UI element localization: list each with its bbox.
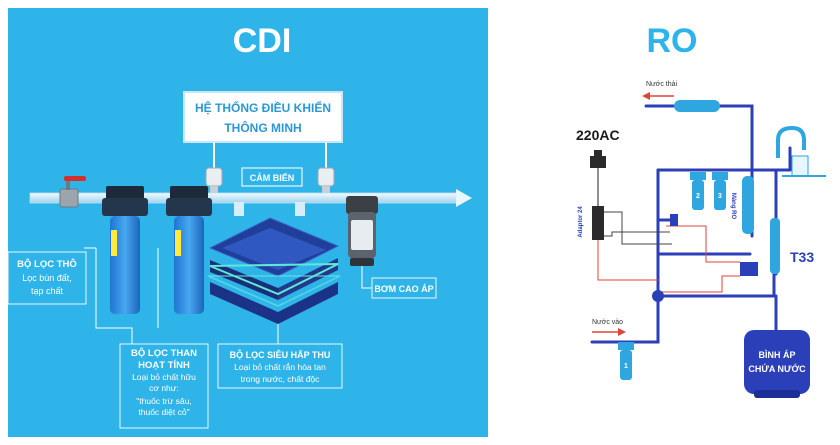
filter-2: 2 (690, 172, 706, 210)
carbon-filter-label: BỘ LỌC THAN HOẠT TÍNH Loại bỏ chất hữu c… (119, 343, 209, 429)
sensor-left (205, 167, 223, 196)
control-box: HỆ THỐNG ĐIỀU KHIỂN THÔNG MINH (183, 91, 343, 170)
svg-text:1: 1 (624, 363, 628, 370)
valve-icon (59, 176, 86, 208)
label-connectors (84, 247, 372, 344)
super-absorption-module (207, 217, 341, 324)
adapter-label: Adaptor 24 (578, 206, 584, 238)
ro-title: RO (647, 22, 698, 60)
power-label: 220AC (576, 127, 620, 143)
control-box-line-2: THÔNG MINH (224, 120, 301, 135)
filter-1: 1 (618, 342, 634, 380)
main-pipe (29, 189, 472, 216)
solenoid-valve (740, 262, 758, 276)
svg-text:2: 2 (696, 193, 700, 200)
svg-text:CẢM BIẾN: CẢM BIẾN (250, 172, 295, 183)
svg-text:BỘ LỌC SIÊU HẤP THU: BỘ LỌC SIÊU HẤP THU (230, 349, 331, 360)
carbon-filter (166, 186, 212, 314)
svg-text:BỘ LỌC THAN: BỘ LỌC THAN (131, 347, 197, 359)
cdi-diagram: CDI HỆ THỐNG ĐIỀU KHIỂN THÔNG MINH CẢM B… (8, 22, 472, 429)
control-box-line-1: HỆ THỐNG ĐIỀU KHIỂN (195, 100, 331, 115)
sensor-right (317, 167, 335, 196)
svg-text:tạp chất: tạp chất (31, 286, 64, 296)
pressure-tank: BÌNH ÁP CHỨA NƯỚC (744, 330, 810, 398)
svg-text:Lọc bùn đất,: Lọc bùn đất, (22, 273, 72, 283)
pump-label: BƠM CAO ÁP (371, 277, 437, 299)
t33-filter (770, 218, 780, 274)
svg-text:Loại bỏ chất rắn hòa tan: Loại bỏ chất rắn hòa tan (234, 362, 326, 372)
svg-text:3: 3 (718, 193, 722, 200)
super-filter-label: BỘ LỌC SIÊU HẤP THU Loại bỏ chất rắn hòa… (217, 343, 343, 389)
svg-text:BƠM CAO ÁP: BƠM CAO ÁP (374, 284, 433, 294)
pressure-switch (670, 214, 678, 226)
svg-text:trong nước, chất độc: trong nước, chất độc (241, 374, 321, 384)
inlet-label: Nước vào (592, 319, 623, 326)
wiring (604, 211, 672, 245)
svg-text:Loại bỏ chất hữu: Loại bỏ chất hữu (132, 372, 196, 382)
waste-arrow (642, 92, 674, 100)
pump-icon (346, 196, 378, 266)
svg-text:cơ như:: cơ như: (149, 383, 179, 393)
svg-text:BỘ LỌC THÔ: BỘ LỌC THÔ (17, 258, 77, 270)
plug-icon (590, 150, 606, 206)
signal-wiring (597, 225, 740, 293)
faucet-icon (776, 125, 826, 177)
svg-text:CHỨA NƯỚC: CHỨA NƯỚC (748, 363, 806, 374)
waste-inline-filter (674, 100, 720, 112)
coarse-filter-label: BỘ LỌC THÔ Lọc bùn đất, tạp chất (8, 251, 87, 305)
membrane-label: Màng RO (730, 193, 736, 220)
filter-3: 3 (712, 172, 728, 210)
sensor-label: CẢM BIẾN (241, 167, 303, 187)
cdi-panel: CDI HỆ THỐNG ĐIỀU KHIỂN THÔNG MINH CẢM B… (8, 8, 488, 437)
cdi-title: CDI (233, 22, 292, 60)
coarse-filter (102, 186, 148, 314)
adapter-box: Adaptor 24 (578, 206, 604, 240)
ro-panel: RO Nước thải (496, 0, 840, 445)
booster-pump (652, 290, 664, 302)
svg-text:BÌNH ÁP: BÌNH ÁP (758, 350, 795, 360)
svg-text:HOẠT TÍNH: HOẠT TÍNH (138, 360, 190, 371)
inlet-arrow (592, 328, 626, 336)
ro-diagram: RO Nước thải (576, 22, 826, 398)
membrane-housing: Màng RO (730, 176, 754, 234)
svg-text:thuốc diệt cỏ": thuốc diệt cỏ" (138, 407, 189, 417)
t33-label: T33 (790, 249, 814, 265)
svg-text:"thuốc trừ sâu,: "thuốc trừ sâu, (136, 396, 191, 406)
waste-label: Nước thải (646, 81, 678, 88)
